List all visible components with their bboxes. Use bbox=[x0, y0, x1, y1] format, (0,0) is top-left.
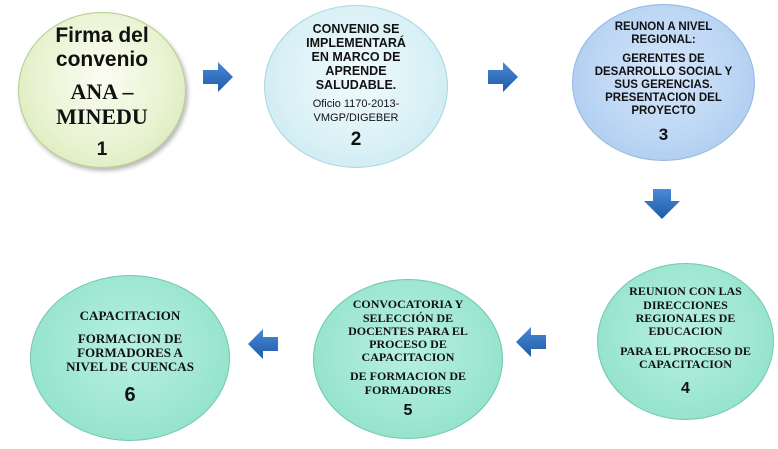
step-1-title: Firma del convenio bbox=[55, 23, 149, 71]
step-4-number: 4 bbox=[681, 379, 690, 397]
arrow-left-5-to-6 bbox=[248, 329, 278, 359]
arrow-down-3-to-4 bbox=[644, 189, 680, 219]
step-6-detail: FORMACION DE FORMADORES A NIVEL DE CUENC… bbox=[66, 330, 194, 375]
step-2-label: CONVENIO SE IMPLEMENTARÁ EN MARCO DE APR… bbox=[306, 22, 406, 93]
step-6-number: 6 bbox=[124, 384, 136, 407]
arrow-right-2-to-3 bbox=[488, 62, 518, 92]
step-4-label: REUNION CON LAS DIRECCIONES REGIONALES D… bbox=[629, 284, 742, 339]
step-3-number: 3 bbox=[658, 124, 669, 144]
arrow-left-4-to-5 bbox=[516, 327, 546, 357]
step-2-convenio-aprende-saludable: CONVENIO SE IMPLEMENTARÁ EN MARCO DE APR… bbox=[264, 5, 448, 168]
step-1-organizations: ANA – MINEDU bbox=[56, 78, 148, 129]
step-3-detail: GERENTES DE DESARROLLO SOCIAL Y SUS GERE… bbox=[594, 53, 733, 117]
step-5-number: 5 bbox=[403, 401, 413, 419]
step-6-capacitacion: CAPACITACION FORMACION DE FORMADORES A N… bbox=[30, 275, 230, 441]
step-1-firma-convenio: Firma del convenio ANA – MINEDU 1 bbox=[18, 12, 186, 168]
step-5-convocatoria-docentes: CONVOCATORIA Y SELECCIÓN DE DOCENTES PAR… bbox=[313, 279, 503, 439]
step-1-number: 1 bbox=[96, 139, 108, 161]
step-2-reference: Oficio 1170-2013- VMGP/DIGEBER bbox=[312, 98, 400, 124]
step-2-number: 2 bbox=[350, 129, 362, 151]
step-6-label: CAPACITACION bbox=[79, 308, 181, 324]
step-4-detail: PARA EL PROCESO DE CAPACITACION bbox=[620, 344, 751, 372]
step-3-reunion-regional: REUNON A NIVEL REGIONAL: GERENTES DE DES… bbox=[572, 4, 755, 161]
step-4-reunion-direcciones: REUNION CON LAS DIRECCIONES REGIONALES D… bbox=[597, 263, 774, 420]
arrow-right-1-to-2 bbox=[203, 62, 233, 92]
step-5-label: CONVOCATORIA Y SELECCIÓN DE DOCENTES PAR… bbox=[348, 297, 468, 365]
step-5-detail: DE FORMACION DE FORMADORES bbox=[350, 369, 466, 397]
step-3-label: REUNON A NIVEL REGIONAL: bbox=[614, 21, 713, 47]
